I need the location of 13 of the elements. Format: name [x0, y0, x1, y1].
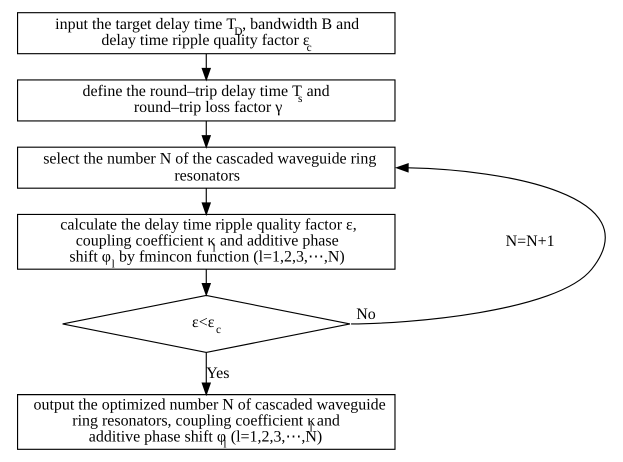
arrow — [201, 352, 212, 396]
node-box: input the target delay time T$_{D}$, bandwidth B and delay time ripple quality factor ε$_{c}$ — [17, 12, 396, 54]
node-box: output the optimized number N of cascaded waveguide ring resonators, coupling coefficient κ$_{l}$ and additive phase shift φ$_{l}$ (l=1,2,3,⋯,N) — [17, 394, 396, 450]
arrow — [201, 54, 212, 82]
node-box: select the number N of the cascaded waveguide ring resonators — [17, 146, 396, 189]
arrow — [201, 270, 212, 297]
label: N=N+1 — [506, 233, 555, 250]
arrow — [201, 121, 212, 149]
arrow — [351, 163, 606, 324]
node-diamond: ε<ε$_{c}$ — [62, 294, 351, 354]
node-box: define the round–trip delay time T$_{s}$ and round–trip loss factor γ — [17, 79, 396, 122]
arrow — [201, 188, 212, 216]
edge-label: No — [356, 306, 376, 324]
